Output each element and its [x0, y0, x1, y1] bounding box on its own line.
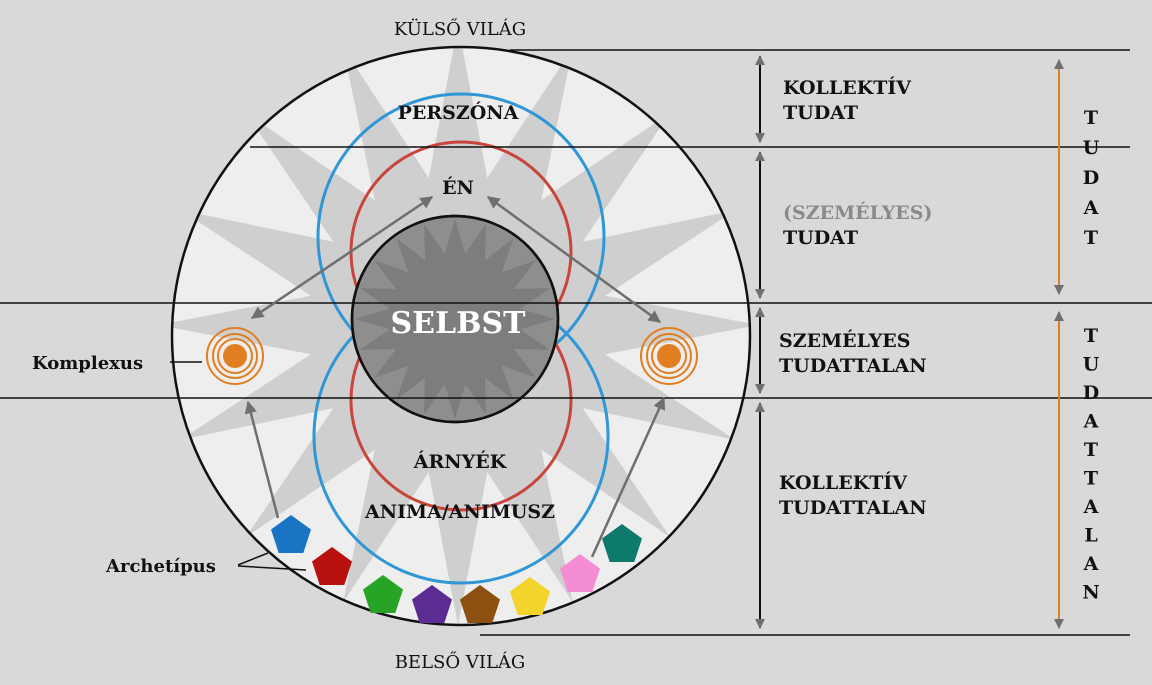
vertical-letter: A — [1083, 496, 1099, 518]
complex-label: Komplexus — [32, 353, 143, 374]
arrow-archetype-to-right-complex — [590, 396, 666, 558]
layer-collective-unconscious-2: TUDATTALAN — [779, 497, 927, 519]
archetype-pentagon — [460, 585, 500, 623]
vertical-letter: T — [1084, 227, 1098, 249]
vertical-letter: A — [1083, 197, 1099, 219]
complex-left — [206, 327, 264, 385]
vertical-letter: U — [1083, 354, 1100, 376]
archetype-leader-1 — [237, 552, 269, 566]
arrow-right-complex-to-ego — [486, 195, 662, 324]
vertical-letter: A — [1083, 411, 1099, 433]
vertical-unconscious-label: TUDATTALAN — [1082, 325, 1099, 604]
psyche-outline — [170, 45, 752, 627]
vertical-letter: T — [1084, 439, 1098, 461]
persona-label: PERSZÓNA — [398, 101, 519, 124]
vertical-letter: D — [1083, 382, 1099, 404]
archetype-pentagon — [602, 524, 642, 562]
archetype-pentagon — [412, 585, 452, 623]
archetype-pentagon — [312, 547, 352, 585]
vertical-letter: T — [1084, 107, 1098, 129]
vertical-letter: T — [1084, 468, 1098, 490]
archetype-pentagon — [510, 577, 550, 615]
inner-world-label: BELSŐ VILÁG — [395, 650, 526, 673]
arrow-archetype-to-left-complex — [244, 400, 280, 519]
vertical-letter: L — [1084, 525, 1097, 547]
vertical-conscious-label: TUDAT — [1083, 107, 1100, 249]
self-star — [355, 219, 555, 419]
archetype-pentagon — [363, 575, 403, 613]
vertical-letter: D — [1083, 167, 1099, 189]
layer-collective-unconscious-1: KOLLEKTÍV — [779, 471, 908, 494]
layer-personal-conscious-prefix: (SZEMÉLYES) — [783, 201, 932, 224]
layer-collective-conscious-1: KOLLEKTÍV — [783, 76, 912, 99]
vertical-letter: U — [1083, 137, 1100, 159]
archetype-pentagon — [560, 554, 600, 592]
vertical-letter: N — [1082, 582, 1099, 604]
ego-label: ÉN — [442, 176, 474, 199]
archetype-leader-2 — [237, 565, 307, 571]
vertical-letter: T — [1084, 325, 1098, 347]
outer-world-label: KÜLSŐ VILÁG — [394, 17, 526, 40]
archetype-pentagon — [271, 515, 311, 553]
layer-personal-unconscious-2: TUDATTALAN — [779, 355, 927, 377]
self-label: SELBST — [391, 306, 527, 341]
arrow-left-complex-to-ego — [250, 195, 434, 320]
layer-personal-unconscious-1: SZEMÉLYES — [779, 329, 911, 352]
layer-personal-conscious: TUDAT — [783, 227, 858, 249]
shadow-label: ÁRNYÉK — [413, 450, 508, 473]
complex-right — [640, 327, 698, 385]
archetype-label: Archetípus — [105, 556, 216, 577]
anima-label: ANIMA/ANIMUSZ — [364, 501, 555, 523]
layer-collective-conscious-2: TUDAT — [783, 102, 858, 124]
archetype-group — [271, 515, 642, 623]
vertical-letter: A — [1083, 553, 1099, 575]
